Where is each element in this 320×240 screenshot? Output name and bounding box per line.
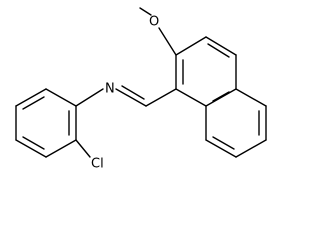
- bond-set: [15, 7, 267, 158]
- bond-phenyl-c3-c4-inner: [22, 136, 45, 150]
- bond-naphthalene-c8a-c1: [175, 88, 207, 107]
- chlorine-label: Cl: [91, 157, 104, 172]
- bond-phenyl-c6-c1: [45, 88, 77, 107]
- structure-diagram: O N Cl: [15, 7, 267, 172]
- bond-methine-nitrogen-inner: [121, 85, 145, 100]
- bond-methyl-oxygen: [139, 7, 152, 16]
- bond-oxygen-ring: [158, 27, 177, 56]
- bond-naphthalene-c7-c8-inner: [212, 136, 235, 150]
- bond-naphthalene-c8a-inner: [212, 91, 230, 102]
- bond-naphthalene-c3-c4-inner: [207, 43, 230, 58]
- bond-phenyl-c5-c6: [15, 88, 47, 107]
- bond-ring-methine: [145, 88, 177, 107]
- bond-naphthalene-c7-c8: [205, 139, 237, 158]
- bond-methine-nitrogen: [115, 88, 147, 107]
- bond-phenyl-c3-c4: [15, 139, 47, 158]
- atom-labels: O N Cl: [91, 15, 159, 172]
- bond-naphthalene-c4a-c5: [235, 88, 267, 107]
- bond-phenyl-c2-c3: [45, 139, 77, 158]
- oxygen-label: O: [149, 15, 159, 30]
- bond-phenyl-c5-c6-inner: [22, 96, 45, 110]
- bond-naphthalene-c2-c3: [175, 36, 207, 56]
- bond-naphthalene-c3-c4: [205, 36, 237, 56]
- bond-nitrogen-phenyl: [75, 88, 104, 107]
- nitrogen-label: N: [105, 82, 115, 97]
- bond-naphthalene-c6-c7: [235, 139, 267, 158]
- bond-phenyl-chlorine: [75, 139, 91, 158]
- bond-naphthalene-c4a-c8a: [205, 88, 237, 107]
